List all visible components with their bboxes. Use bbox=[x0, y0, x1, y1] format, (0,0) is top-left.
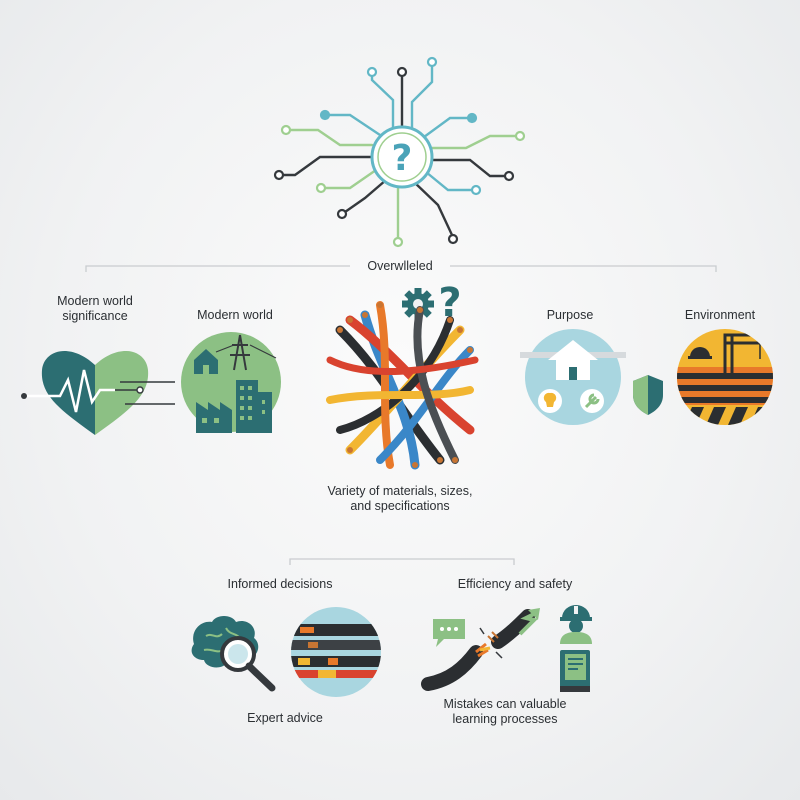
caption-materials: Variety of materials, sizes, and specifi… bbox=[327, 484, 473, 513]
environment-construction-icon bbox=[677, 329, 773, 425]
header-label: Overwlleled bbox=[367, 259, 433, 273]
label-informed-decisions: Informed decisions bbox=[227, 577, 333, 591]
cable-bundle-image bbox=[326, 301, 479, 470]
question-circuit-icon: ? bbox=[273, 56, 526, 248]
broken-cable-icon bbox=[421, 608, 540, 691]
label-environment: Environment bbox=[684, 308, 756, 322]
chat-bubble-icon bbox=[433, 619, 465, 647]
cables-circle-icon bbox=[291, 607, 381, 697]
svg-text:?: ? bbox=[438, 280, 461, 326]
shield-icon bbox=[633, 375, 663, 415]
question-mark-icon: ? bbox=[438, 280, 461, 326]
safety-manual-icon bbox=[560, 650, 590, 692]
purpose-circle-icon bbox=[520, 329, 626, 425]
safety-worker-icon bbox=[560, 605, 592, 644]
label-mistakes: Mistakes can valuable learning processes bbox=[443, 697, 567, 726]
label-modern-world-significance: Modern world significance bbox=[57, 294, 133, 323]
label-modern-world: Modern world bbox=[197, 308, 273, 322]
city-globe-icon bbox=[181, 332, 281, 433]
bottom-bracket bbox=[289, 558, 515, 565]
label-efficiency-safety: Efficiency and safety bbox=[457, 577, 573, 591]
label-expert-advice: Expert advice bbox=[247, 711, 323, 725]
top-bracket bbox=[85, 265, 717, 272]
heart-pulse-icon bbox=[21, 351, 175, 435]
brain-magnifier-icon bbox=[191, 616, 276, 692]
label-purpose: Purpose bbox=[546, 308, 594, 322]
svg-text:?: ? bbox=[392, 138, 413, 179]
